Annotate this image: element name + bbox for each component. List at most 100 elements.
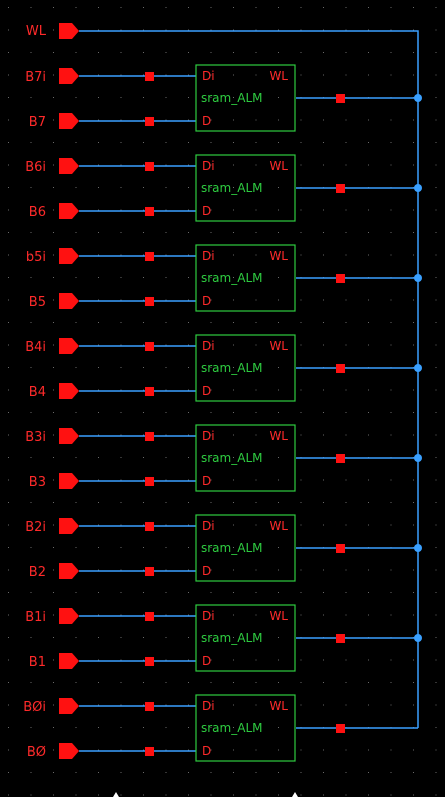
cell-outline — [195, 64, 296, 132]
junction-dot — [414, 184, 422, 192]
net-node-marker — [145, 162, 154, 171]
cell-pin-di-label: Di — [202, 159, 215, 173]
net-node-marker — [336, 274, 345, 283]
wires — [79, 30, 422, 756]
cell-pin-d-label: D — [202, 204, 211, 218]
junction-dot — [414, 634, 422, 642]
pin-input-d-shape[interactable] — [59, 653, 79, 669]
pin-input-d[interactable]: BØ — [27, 743, 79, 760]
junction-dot — [414, 94, 422, 102]
pin-input-d[interactable]: B4 — [29, 383, 79, 400]
cell-outline — [195, 424, 296, 492]
cell-pin-wl-label: WL — [269, 159, 288, 173]
cell-pin-d-label: D — [202, 744, 211, 758]
cell-pin-di-label: Di — [202, 429, 215, 443]
pin-input-d[interactable]: B6 — [29, 203, 79, 220]
net-node-marker — [145, 387, 154, 396]
pin-input-i-shape[interactable] — [59, 698, 79, 714]
pin-input-d-shape[interactable] — [59, 383, 79, 399]
pin-input-i-shape[interactable] — [59, 248, 79, 264]
pin-input-i-shape[interactable] — [59, 428, 79, 444]
net-node-marker — [145, 522, 154, 531]
cell-name-label: sram_ALM — [201, 631, 262, 645]
pin-input-d-label: B2 — [29, 565, 46, 580]
pin-input-d-label: B1 — [29, 655, 46, 670]
pin-input-d-shape[interactable] — [59, 203, 79, 219]
cell-outline — [195, 244, 296, 312]
cell-pin-wl-label: WL — [269, 249, 288, 263]
cell-outline — [195, 154, 296, 222]
pin-input-i-label: b5i — [26, 250, 46, 265]
pin-input-i-shape[interactable] — [59, 338, 79, 354]
cell-pin-di-label: Di — [202, 519, 215, 533]
pin-input-i-label: B6i — [25, 160, 46, 175]
pin-input-i[interactable]: B3i — [25, 428, 79, 445]
pin-input-d-label: B5 — [29, 295, 46, 310]
cell-pin-wl-label: WL — [269, 519, 288, 533]
cell-sram-alm[interactable]: Di WL sram_ALM D — [195, 154, 296, 222]
pin-input-i-label: BØi — [23, 700, 46, 715]
net-node-marker — [336, 634, 345, 643]
pin-input-i[interactable]: B1i — [25, 608, 79, 625]
net-node-marker — [145, 342, 154, 351]
net-node-marker — [145, 252, 154, 261]
pin-input-d-shape[interactable] — [59, 563, 79, 579]
pin-input-d[interactable]: B7 — [29, 113, 79, 130]
pin-wl-shape[interactable] — [59, 23, 79, 39]
junction-dot — [414, 274, 422, 282]
cell-pin-di-label: Di — [202, 699, 215, 713]
pin-input-d[interactable]: B3 — [29, 473, 79, 490]
bottom-marks — [113, 792, 298, 797]
pin-input-i[interactable]: B6i — [25, 158, 79, 175]
net-node-marker — [336, 454, 345, 463]
pin-input-i[interactable]: B7i — [25, 68, 79, 85]
pin-input-i[interactable]: BØi — [23, 698, 79, 715]
cell-name-label: sram_ALM — [201, 541, 262, 555]
wire-wl-rail — [79, 30, 419, 728]
net-node-marker — [145, 432, 154, 441]
pin-input-i-shape[interactable] — [59, 518, 79, 534]
net-node-marker — [145, 72, 154, 81]
junction-dot — [414, 544, 422, 552]
scroll-mark-right — [292, 792, 298, 797]
pin-input-d-label: B4 — [29, 385, 46, 400]
net-node-marker — [336, 724, 345, 733]
pin-input-d[interactable]: B5 — [29, 293, 79, 310]
pin-input-i-shape[interactable] — [59, 158, 79, 174]
pin-input-i[interactable]: B2i — [25, 518, 79, 535]
pin-input-d-shape[interactable] — [59, 473, 79, 489]
cell-pin-wl-label: WL — [269, 609, 288, 623]
pin-input-i[interactable]: B4i — [25, 338, 79, 355]
cell-name-label: sram_ALM — [201, 181, 262, 195]
pin-input-i-shape[interactable] — [59, 608, 79, 624]
junction-dot — [414, 364, 422, 372]
cell-sram-alm[interactable]: Di WL sram_ALM D — [195, 514, 296, 582]
cell-pin-d-label: D — [202, 564, 211, 578]
net-node-marker — [145, 567, 154, 576]
pin-input-i[interactable]: b5i — [26, 248, 79, 265]
pin-input-d[interactable]: B2 — [29, 563, 79, 580]
pin-input-d-shape[interactable] — [59, 293, 79, 309]
cell-pin-d-label: D — [202, 384, 211, 398]
pin-wl[interactable]: WL — [26, 23, 79, 39]
cell-outline — [195, 694, 296, 762]
pin-input-d-shape[interactable] — [59, 113, 79, 129]
pin-input-i-label: B4i — [25, 340, 46, 355]
pin-input-d-shape[interactable] — [59, 743, 79, 759]
cell-pin-d-label: D — [202, 114, 211, 128]
pin-wl-label: WL — [26, 24, 47, 39]
pin-input-d[interactable]: B1 — [29, 653, 79, 670]
cell-outline — [195, 604, 296, 672]
cell-pin-di-label: Di — [202, 249, 215, 263]
pin-input-i-shape[interactable] — [59, 68, 79, 84]
pin-input-i-label: B2i — [25, 520, 46, 535]
pin-input-i-label: B7i — [25, 70, 46, 85]
